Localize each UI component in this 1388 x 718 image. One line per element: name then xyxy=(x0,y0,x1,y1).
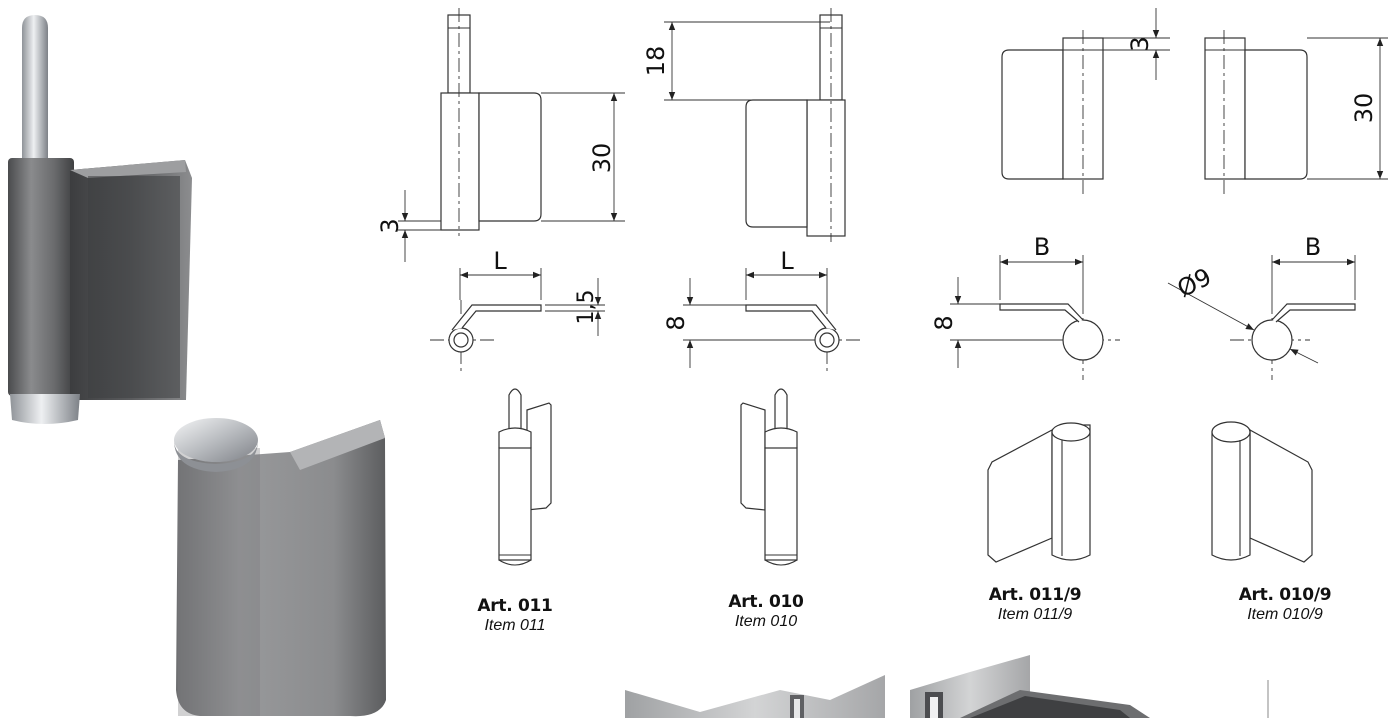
dim-height-label: 30 xyxy=(588,143,616,174)
plan-view-art-011-9 xyxy=(950,255,1120,380)
hinge-photo-cap-top xyxy=(174,418,386,717)
article-code: Art. 010/9 xyxy=(1238,585,1332,605)
dim-thickness-label: 1,5 xyxy=(574,290,599,325)
dim-axis-offset-label: 8 xyxy=(662,315,690,330)
dim-height-label: 30 xyxy=(1350,93,1378,124)
dim-pin-length-label: 18 xyxy=(642,46,670,77)
plan-view-art-010 xyxy=(683,268,862,372)
iso-sketch-art-010 xyxy=(740,388,798,566)
dim-leaf-width-label: B xyxy=(1305,233,1321,261)
hinge-photo-pin-up xyxy=(8,15,192,424)
dim-offset-top-label: 3 xyxy=(1126,36,1154,51)
article-code: Art. 011/9 xyxy=(988,585,1082,605)
article-code: Art. 010 xyxy=(728,592,804,612)
plan-view-art-011 xyxy=(430,268,605,372)
dim-offset-bottom-label: 3 xyxy=(376,218,404,233)
item-code: Item 011 xyxy=(484,617,546,634)
caption-art-010: Art. 010 Item 010 xyxy=(706,592,826,631)
iso-sketch-art-011 xyxy=(498,388,552,566)
iso-sketch-art-010-9 xyxy=(1211,421,1313,563)
item-code: Item 010 xyxy=(734,613,798,630)
front-view-art-010 xyxy=(664,8,846,242)
item-code: Item 011/9 xyxy=(997,606,1073,623)
plan-view-art-010-9 xyxy=(1167,255,1356,380)
dim-axis-offset-label: 8 xyxy=(930,315,958,330)
front-view-art-011 xyxy=(398,8,625,262)
dim-diameter-label: Ø9 xyxy=(1173,263,1216,303)
caption-art-011-9: Art. 011/9 Item 011/9 xyxy=(970,585,1100,624)
iso-sketch-art-011-9 xyxy=(987,422,1091,563)
dim-leaf-length-label: L xyxy=(493,247,507,275)
front-view-art-010-9 xyxy=(1204,30,1388,198)
caption-art-010-9: Art. 010/9 Item 010/9 xyxy=(1220,585,1350,624)
dim-leaf-length-label: L xyxy=(780,247,794,275)
dim-leaf-width-label: B xyxy=(1034,233,1050,261)
partial-photo-left xyxy=(625,675,885,718)
article-code: Art. 011 xyxy=(477,596,553,616)
caption-art-011: Art. 011 Item 011 xyxy=(455,596,575,635)
front-view-art-011-9 xyxy=(1001,8,1170,198)
item-code: Item 010/9 xyxy=(1247,606,1323,623)
partial-photo-right xyxy=(910,655,1150,718)
